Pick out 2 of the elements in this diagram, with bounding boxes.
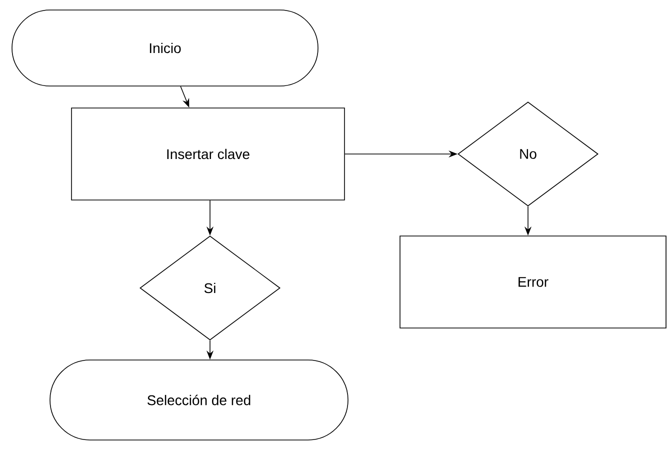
process-box: Error [400, 236, 666, 328]
process-box: Insertar clave [71, 108, 345, 200]
